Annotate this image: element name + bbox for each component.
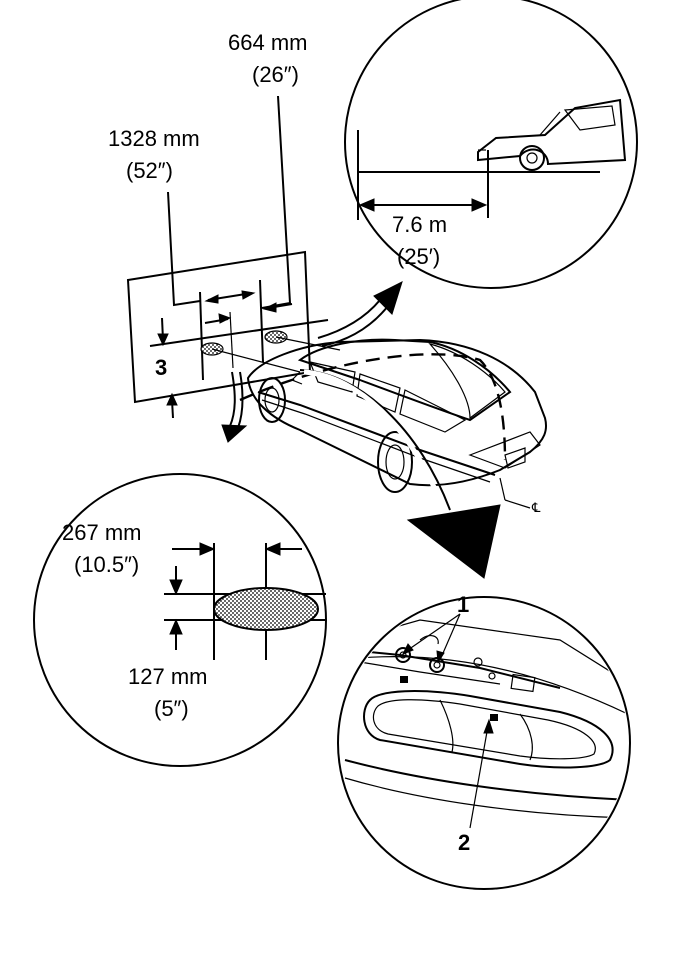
dim-664-inch: (26″) (252, 62, 299, 87)
centerline-symbol: ℄ (531, 500, 541, 515)
dim-267-inch: (10.5″) (74, 552, 139, 577)
distance-feet: (25′) (397, 244, 440, 269)
arrow-to-headlamp-inset (299, 369, 501, 579)
callout-1: 1 (457, 592, 469, 617)
dim-1328-inch: (52″) (126, 158, 173, 183)
dim-267-mm: 267 mm (62, 520, 141, 545)
hotspot-inset: 267 mm (10.5″) 127 mm (5″) (33, 473, 327, 767)
dim-1328-mm: 1328 mm (108, 126, 200, 151)
hotspot-pattern (213, 587, 319, 631)
dim-664-mm: 664 mm (228, 30, 307, 55)
callout-3: 3 (155, 355, 167, 380)
headlamp-inset: 1 2 (337, 592, 631, 890)
distance-inset: 7.6 m (25′) (344, 0, 638, 289)
distance-metric: 7.6 m (392, 212, 447, 237)
callout-2: 2 (458, 830, 470, 855)
arrow-to-hotspot-inset (221, 371, 248, 443)
dim-127-mm: 127 mm (128, 664, 207, 689)
dim-127-inch: (5″) (154, 696, 189, 721)
car-illustration: ℄ (211, 336, 548, 515)
dimension-664: 664 mm (26″) (204, 30, 307, 324)
arrow-to-distance-inset (317, 281, 403, 347)
dimension-1328: 1328 mm (52″) (108, 126, 256, 307)
height-callout: 3 (155, 317, 178, 419)
